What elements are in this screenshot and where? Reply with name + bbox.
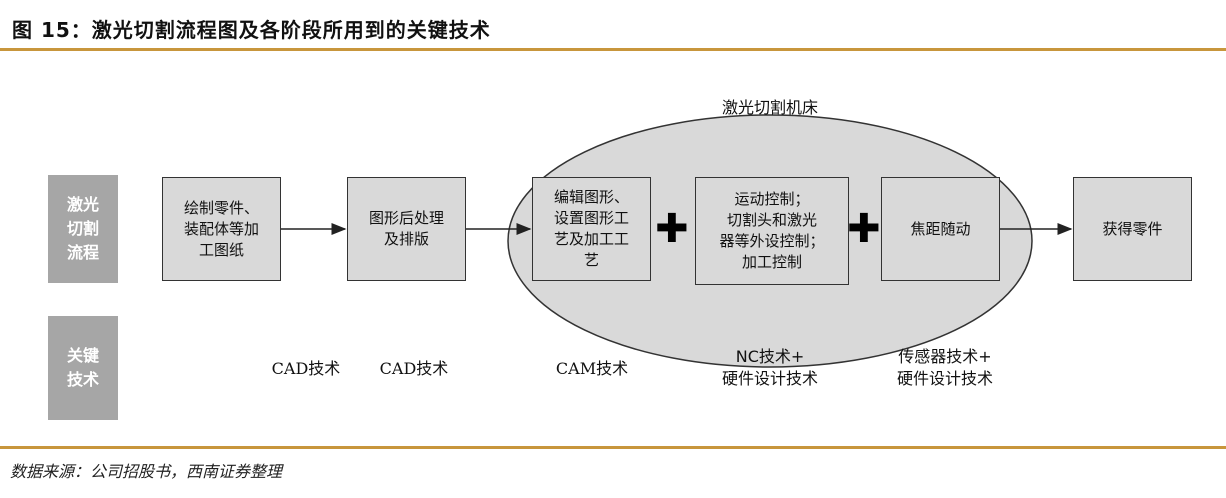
side-label-technology-text: 关键 技术	[66, 346, 99, 389]
step-postprocess: 图形后处理 及排版	[347, 177, 466, 281]
tech-label-sensor: 传感器技术+ 硬件设计技术	[896, 347, 993, 388]
step-edit-graphics: 编辑图形、 设置图形工 艺及加工工 艺	[532, 177, 651, 281]
plus-icon: ✚	[847, 206, 881, 252]
plus-icon: ✚	[655, 206, 689, 252]
figure-title: 图 15：激光切割流程图及各阶段所用到的关键技术	[12, 18, 491, 42]
step-motion-control: 运动控制； 切割头和激光 器等外设控制； 加工控制	[695, 177, 849, 285]
side-label-process: 激光 切割 流程	[48, 175, 118, 283]
tech-label-nc: NC技术+ 硬件设计技术	[721, 347, 818, 388]
machine-label: 激光切割机床	[721, 98, 818, 117]
top-rule	[0, 48, 1226, 51]
step-drawing: 绘制零件、 装配体等加 工图纸	[162, 177, 281, 281]
tech-label-cam: CAM技术	[555, 359, 629, 378]
tech-label-cad-2: CAD技术	[379, 359, 449, 378]
tech-label-cad-1: CAD技术	[271, 359, 341, 378]
step-get-parts: 获得零件	[1073, 177, 1192, 281]
bottom-rule	[0, 446, 1226, 449]
side-label-technology: 关键 技术	[48, 316, 118, 420]
step-focus-tracking: 焦距随动	[881, 177, 1000, 281]
source-note: 数据来源：公司招股书，西南证券整理	[10, 462, 283, 481]
side-label-process-text: 激光 切割 流程	[66, 195, 99, 262]
